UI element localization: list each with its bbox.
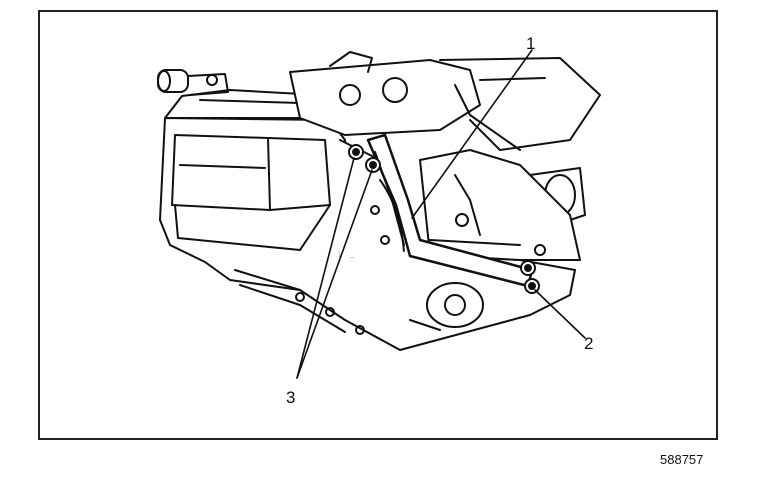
callout-3: 3 — [286, 388, 296, 407]
leader-lines — [296, 49, 586, 379]
callout-2: 2 — [584, 334, 594, 353]
figure-number: 588757 — [660, 452, 704, 467]
callout-1: 1 — [526, 34, 536, 53]
hose-fitting — [157, 69, 229, 96]
engine-upper — [289, 51, 601, 151]
engine-block-right — [419, 149, 581, 261]
